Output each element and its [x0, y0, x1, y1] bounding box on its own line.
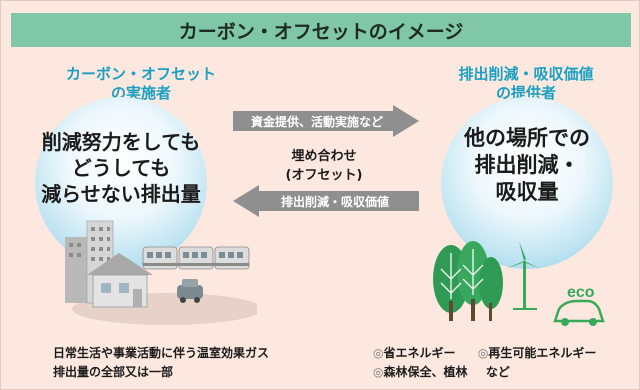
right-caption: ◎省エネルギー ◎再生可能エネルギー ◎森林保全、植林 など	[373, 344, 596, 382]
house-window-1	[101, 283, 111, 293]
left-caption-line2: 排出量の全部又は一部	[53, 365, 174, 379]
right-circle	[441, 97, 613, 269]
building-1	[65, 237, 87, 303]
offset-label-line2: (オフセット)	[285, 168, 363, 183]
caption-energy-saving: 省エネルギー	[383, 346, 456, 360]
title-banner: カーボン・オフセットのイメージ	[11, 13, 631, 47]
left-circle-text: 削減努力をしても どうしても 減らせない排出量	[35, 129, 207, 207]
house-roof	[87, 253, 153, 275]
train	[142, 246, 250, 270]
caption-forest-conservation: 森林保全、植林	[383, 365, 468, 379]
right-circle-line3: 吸収量	[495, 180, 559, 204]
left-arrow	[233, 185, 419, 217]
forest-icon	[433, 241, 503, 321]
left-circle-line1: 削減努力をしても	[41, 130, 201, 154]
right-arrow	[233, 105, 419, 137]
right-circle-text: 他の場所での 排出削減・ 吸収量	[441, 125, 613, 206]
wind-turbine-icon	[505, 241, 541, 310]
left-circle	[35, 97, 207, 269]
left-caption: 日常生活や事業活動に伴う温室効果ガス 排出量の全部又は一部	[53, 344, 269, 382]
left-role-line1: カーボン・オフセット	[65, 65, 216, 83]
left-circle-line2: どうしても	[71, 156, 171, 180]
offset-label: 埋め合わせ (オフセット)	[259, 147, 389, 185]
left-caption-line1: 日常生活や事業活動に伴う温室効果ガス	[53, 346, 270, 360]
left-circle-line3: 減らせない排出量	[41, 182, 201, 206]
caption-renewable-energy: 再生可能エネルギー	[488, 346, 597, 360]
right-arrow-shape	[233, 105, 419, 137]
caption-etc: など	[485, 365, 510, 379]
house-window-2	[119, 283, 129, 293]
building-windows	[69, 227, 110, 261]
right-circle-line1: 他の場所での	[464, 126, 590, 150]
bullet-2: ◎	[477, 346, 489, 360]
eco-text: eco	[567, 284, 595, 301]
house-door	[133, 289, 142, 307]
eco-car-icon: eco	[553, 284, 605, 326]
city-illustration	[65, 220, 257, 325]
top-arrow-label: 資金提供、活動実施など	[250, 115, 383, 129]
eco-illustration: eco	[433, 241, 605, 326]
car	[177, 279, 203, 303]
left-arrow-shape	[233, 185, 419, 217]
offset-label-line1: 埋め合わせ	[291, 149, 357, 164]
right-caption-line1: ◎省エネルギー ◎再生可能エネルギー	[373, 344, 596, 363]
bullet-3: ◎	[373, 365, 384, 379]
left-role-label: カーボン・オフセット の実施者	[61, 65, 221, 103]
bottom-arrow-label: 排出削減・吸収価値	[280, 195, 389, 209]
right-role-line1: 排出削減・吸収価値	[458, 65, 594, 83]
right-circle-line2: 排出削減・	[474, 153, 580, 177]
right-caption-line2: ◎森林保全、植林 など	[373, 363, 596, 382]
diagram-title: カーボン・オフセットのイメージ	[178, 20, 464, 43]
bullet-1: ◎	[373, 346, 384, 360]
